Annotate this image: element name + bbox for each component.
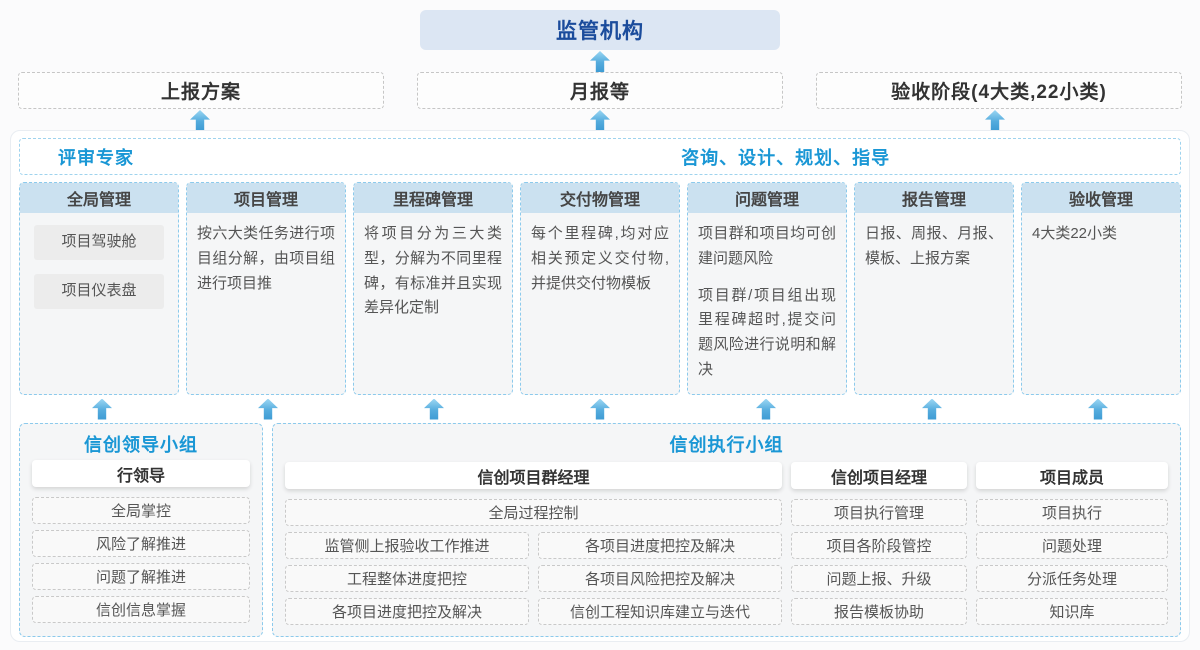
bank-leader-role-box: 行领导	[32, 460, 250, 487]
duty-box: 信创信息掌握	[32, 596, 250, 623]
up-arrow-icon	[1088, 398, 1108, 420]
duty-box: 项目执行	[976, 499, 1168, 526]
module-title: 验收管理	[1022, 183, 1180, 213]
channel-report-plan: 上报方案	[18, 72, 384, 109]
team-to-module-arrows	[19, 395, 1181, 423]
duty-box: 项目各阶段管控	[791, 532, 967, 559]
consulting-label: 咨询、设计、规划、指导	[681, 147, 891, 168]
duty-box: 报告模板协助	[791, 598, 967, 625]
up-arrow-icon	[190, 110, 210, 131]
module-issue-mgmt: 问题管理 项目群和项目均可创建问题风险 项目群/项目组出现里程碑超时,提交问题风…	[687, 182, 847, 395]
project-dashboard-box: 项目仪表盘	[34, 273, 164, 309]
module-grid: 全局管理 项目驾驶舱 项目仪表盘 项目管理 按六大类任务进行项目组分解，由项目组…	[19, 182, 1181, 395]
platform-panel: 评审专家 咨询、设计、规划、指导 全局管理 项目驾驶舱 项目仪表盘 项目管理 按…	[10, 130, 1190, 642]
duty-box: 各项目进度把控及解决	[538, 532, 782, 559]
up-arrow-icon	[424, 398, 444, 420]
module-description: 4大类22小类	[1032, 225, 1118, 242]
module-description: 日报、周报、月报、模板、上报方案	[865, 225, 1003, 267]
execution-team-title: 信创执行小组	[669, 435, 784, 455]
module-title: 报告管理	[855, 183, 1013, 213]
up-arrow-icon	[756, 398, 776, 420]
module-title: 问题管理	[688, 183, 846, 213]
duty-box: 项目执行管理	[791, 499, 967, 526]
module-description: 将项目分为三大类型，分解为不同里程碑，有标准并且实现差异化定制	[364, 225, 502, 317]
module-title: 项目管理	[187, 183, 345, 213]
duty-box: 工程整体进度把控	[285, 565, 529, 592]
duty-box: 问题了解推进	[32, 563, 250, 590]
review-experts-label: 评审专家	[58, 147, 134, 168]
duty-box: 问题处理	[976, 532, 1168, 559]
duty-box: 分派任务处理	[976, 565, 1168, 592]
module-title: 全局管理	[20, 183, 178, 213]
up-arrow-icon	[922, 398, 942, 420]
channel-row: 上报方案 月报等 验收阶段(4大类,22小类)	[18, 72, 1182, 109]
project-member-column: 项目成员 项目执行 问题处理 分派任务处理 知识库	[976, 462, 1168, 626]
leadership-team-box: 信创领导小组 行领导 全局掌控 风险了解推进 问题了解推进 信创信息掌握	[19, 423, 263, 637]
project-member-role-box: 项目成员	[976, 462, 1168, 489]
external-roles-strip: 评审专家 咨询、设计、规划、指导	[19, 138, 1181, 175]
channel-acceptance-phase: 验收阶段(4大类,22小类)	[816, 72, 1182, 109]
up-arrow-icon	[590, 51, 610, 72]
module-description: 按六大类任务进行项目组分解，由项目组进行项目推	[197, 225, 335, 292]
duty-box: 各项目进度把控及解决	[285, 598, 529, 625]
module-title: 交付物管理	[521, 183, 679, 213]
teams-row: 信创领导小组 行领导 全局掌控 风险了解推进 问题了解推进 信创信息掌握 信创执…	[19, 423, 1181, 637]
up-arrow-icon	[92, 398, 112, 420]
module-acceptance-mgmt: 验收管理 4大类22小类	[1021, 182, 1181, 395]
module-description: 项目群/项目组出现里程碑超时,提交问题风险进行说明和解决	[698, 286, 836, 378]
project-manager-column: 信创项目经理 项目执行管理 项目各阶段管控 问题上报、升级 报告模板协助	[791, 462, 967, 626]
project-cockpit-box: 项目驾驶舱	[34, 225, 164, 260]
leadership-team-title: 信创领导小组	[84, 435, 198, 455]
module-global-mgmt: 全局管理 项目驾驶舱 项目仪表盘	[19, 182, 179, 395]
duty-box: 信创工程知识库建立与迭代	[538, 598, 782, 625]
execution-team-box: 信创执行小组 信创项目群经理 全局过程控制 监管侧上报验收工作推进 各项目进度把…	[272, 423, 1181, 637]
duty-box: 问题上报、升级	[791, 565, 967, 592]
module-project-mgmt: 项目管理 按六大类任务进行项目组分解，由项目组进行项目推	[186, 182, 346, 395]
program-manager-role-box: 信创项目群经理	[285, 462, 782, 489]
module-title: 里程碑管理	[354, 183, 512, 213]
project-manager-role-box: 信创项目经理	[791, 462, 967, 489]
program-manager-column: 信创项目群经理 全局过程控制 监管侧上报验收工作推进 各项目进度把控及解决 工程…	[285, 462, 782, 626]
duty-box: 风险了解推进	[32, 530, 250, 557]
duty-box: 全局过程控制	[285, 499, 782, 526]
duty-box: 全局掌控	[32, 497, 250, 524]
channel-monthly-report: 月报等	[417, 72, 783, 109]
up-arrow-icon	[590, 398, 610, 420]
up-arrow-icon	[258, 398, 278, 420]
module-deliverable-mgmt: 交付物管理 每个里程碑,均对应相关预定义交付物,并提供交付物模板	[520, 182, 680, 395]
up-arrow-icon	[985, 110, 1005, 131]
duty-box: 监管侧上报验收工作推进	[285, 532, 529, 559]
duty-box: 各项目风险把控及解决	[538, 565, 782, 592]
up-arrow-icon	[590, 110, 610, 131]
module-description: 每个里程碑,均对应相关预定义交付物,并提供交付物模板	[531, 225, 669, 292]
module-description: 项目群和项目均可创建问题风险	[698, 225, 836, 267]
regulator-box: 监管机构	[420, 10, 780, 50]
module-report-mgmt: 报告管理 日报、周报、月报、模板、上报方案	[854, 182, 1014, 395]
duty-box: 知识库	[976, 598, 1168, 625]
module-milestone-mgmt: 里程碑管理 将项目分为三大类型，分解为不同里程碑，有标准并且实现差异化定制	[353, 182, 513, 395]
